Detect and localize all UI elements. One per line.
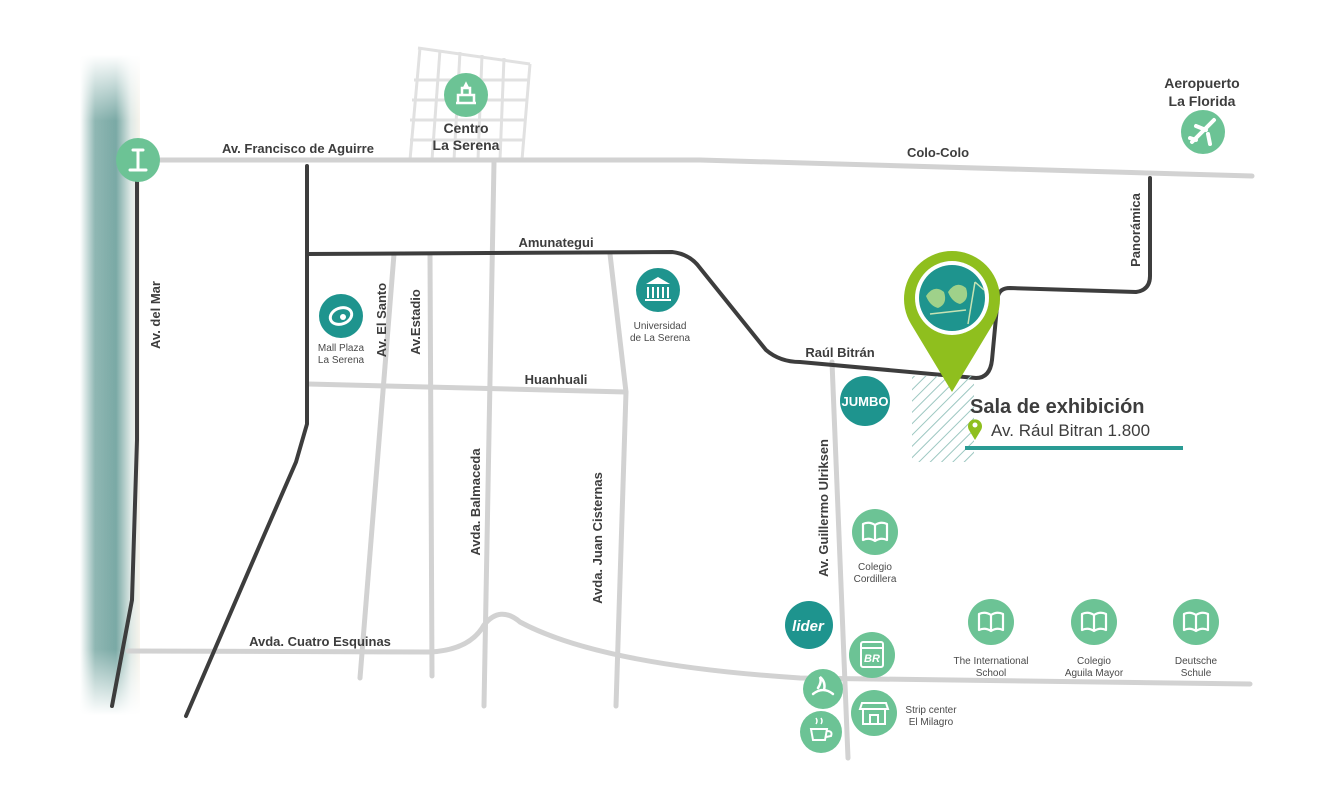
poi-lider[interactable]: lider [785, 601, 833, 649]
cordillera-line1: Colegio [858, 562, 892, 573]
road-av-el-santo: Av. El Santo [374, 283, 389, 357]
strip-line2: El Milagro [909, 717, 954, 728]
santander-icon[interactable] [803, 669, 843, 709]
showroom-lot [912, 376, 974, 462]
secondary-roads [125, 157, 1255, 761]
aeropuerto-line1: Aeropuerto [1164, 75, 1239, 91]
international-line2: School [976, 668, 1007, 679]
storefront-icon [851, 690, 897, 736]
poi-aeropuerto[interactable]: Aeropuerto La Florida [1164, 75, 1240, 154]
centro-line2: La Serena [433, 137, 500, 153]
showroom-title: Sala de exhibición [970, 396, 1145, 418]
road-amunategui: Amunategui [518, 235, 593, 250]
showroom-address: Av. Rául Bitran 1.800 [991, 421, 1150, 440]
poi-deutsche-schule[interactable]: Deutsche Schule [1173, 599, 1219, 679]
poi-centro[interactable]: Centro La Serena [433, 73, 500, 153]
deutsche-line2: Schule [1181, 668, 1212, 679]
aguila-line1: Colegio [1077, 656, 1111, 667]
strip-line1: Strip center [905, 705, 957, 716]
road-av-guillermo-ulriksen: Av. Guillermo Ulriksen [816, 439, 831, 577]
poi-colegio-aguila-mayor[interactable]: Colegio Aguila Mayor [1065, 599, 1124, 679]
poi-mall-plaza[interactable]: Mall Plaza La Serena [318, 294, 365, 366]
poi-universidad[interactable]: Universidad de La Serena [630, 268, 690, 344]
poi-colegio-cordillera[interactable]: Colegio Cordillera [852, 509, 898, 585]
road-panoramica: Panorámica [1128, 192, 1143, 266]
showroom-callout: Sala de exhibición Av. Rául Bitran 1.800 [965, 396, 1183, 450]
coffee-icon[interactable] [800, 711, 842, 753]
br-logo: BR [864, 653, 880, 665]
aeropuerto-line2: La Florida [1169, 93, 1236, 109]
showroom-underline [965, 446, 1183, 450]
road-av-estadio: Av.Estadio [408, 289, 423, 355]
lighthouse-icon[interactable] [116, 138, 160, 182]
road-colo-colo: Colo-Colo [907, 145, 969, 160]
mall-line2: La Serena [318, 355, 365, 366]
centro-line1: Centro [443, 120, 488, 136]
road-labels: Av. Francisco de Aguirre Colo-Colo Panor… [148, 141, 1143, 649]
main-roads [110, 164, 1152, 718]
cordillera-line2: Cordillera [854, 574, 897, 585]
road-av-francisco-de-aguirre: Av. Francisco de Aguirre [222, 141, 374, 156]
pin-small-icon [968, 419, 983, 440]
aguila-line2: Aguila Mayor [1065, 668, 1124, 679]
road-huanhuali: Huanhuali [525, 372, 588, 387]
road-raul-bitran: Raúl Bitrán [805, 345, 874, 360]
deutsche-line1: Deutsche [1175, 656, 1218, 667]
road-avda-juan-cisternas: Avda. Juan Cisternas [590, 472, 605, 604]
road-avda-balmaceda: Avda. Balmaceda [468, 448, 483, 556]
road-av-del-mar: Av. del Mar [148, 281, 163, 349]
international-line1: The International [953, 656, 1028, 667]
poi-br[interactable]: BR [849, 632, 895, 678]
showroom-marker[interactable] [903, 251, 1001, 392]
universidad-line1: Universidad [634, 321, 687, 332]
mall-line1: Mall Plaza [318, 343, 365, 354]
poi-international-school[interactable]: The International School [953, 599, 1029, 679]
road-avda-cuatro-esquinas: Avda. Cuatro Esquinas [249, 634, 391, 649]
poi-strip-center[interactable]: Strip center El Milagro [851, 690, 957, 736]
lider-logo: lider [792, 618, 825, 635]
poi-jumbo[interactable]: JUMBO [840, 376, 890, 426]
universidad-line2: de La Serena [630, 333, 690, 344]
jumbo-logo: JUMBO [842, 394, 889, 409]
